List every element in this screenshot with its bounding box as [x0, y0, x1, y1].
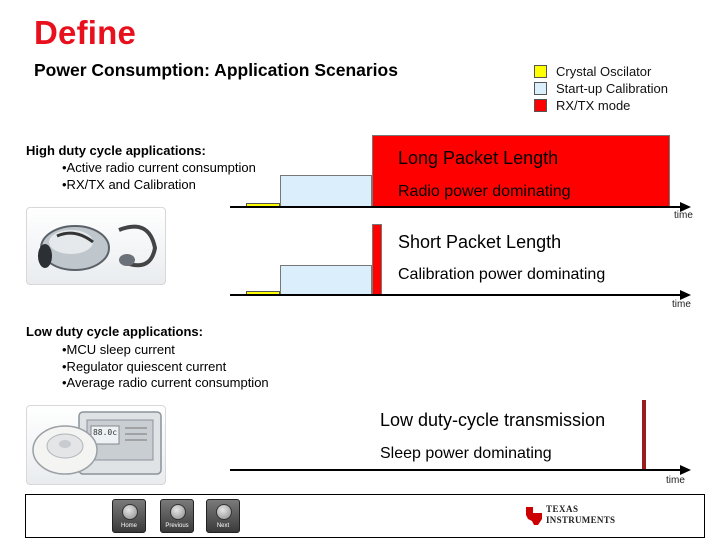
rxtx-bar-2: [372, 224, 382, 295]
next-icon: [216, 504, 232, 520]
scenario-3-subtitle: Sleep power dominating: [380, 445, 552, 462]
high-duty-bullet-2: •RX/TX and Calibration: [62, 177, 196, 192]
legend-label-startup: Start-up Calibration: [556, 81, 668, 96]
mouse-headset-image: [26, 207, 166, 285]
home-button-label: Home: [120, 523, 137, 529]
scenario-3-title: Low duty-cycle transmission: [380, 410, 606, 430]
legend-swatch-startup: [534, 82, 547, 95]
ti-logo-line1: TEXAS: [546, 504, 579, 514]
calibration-bar-2: [280, 265, 372, 295]
next-button-label: Next: [216, 523, 230, 529]
timeline-axis-3: [230, 469, 682, 471]
timeline-axis-1: [230, 206, 682, 208]
axis-arrow-2: [680, 290, 691, 300]
slide-subtitle: Power Consumption: Application Scenarios: [34, 60, 398, 80]
home-icon: [122, 504, 138, 520]
timeline-axis-2: [230, 294, 682, 296]
high-duty-heading: High duty cycle applications:: [26, 143, 206, 158]
previous-button[interactable]: Previous: [160, 499, 194, 533]
home-button[interactable]: Home: [112, 499, 146, 533]
scenario-1-title: Long Packet Length: [398, 148, 559, 168]
legend-label-crystal: Crystal Oscilator: [556, 64, 652, 79]
legend-swatch-rxtx: [534, 99, 547, 112]
low-duty-bullet-1: •MCU sleep current: [62, 342, 175, 357]
legend-swatch-crystal: [534, 65, 547, 78]
ti-logo-line2: INSTRUMENTS: [546, 515, 616, 525]
smoke-detector-thermostat-image: 88.0c: [26, 405, 166, 485]
texas-state-icon: [526, 507, 542, 525]
smoke-detector-icon: [32, 411, 162, 475]
navigation-bar: Home Previous Next TEXAS INSTRUMENTS: [25, 494, 705, 538]
scenario-1-subtitle: Radio power dominating: [398, 183, 571, 200]
axis-arrow-1: [680, 202, 691, 212]
low-duty-bullet-2: •Regulator quiescent current: [62, 359, 227, 374]
mouse-headset-icon: [38, 224, 158, 271]
axis-label-time-1: time: [674, 210, 693, 221]
axis-arrow-3: [680, 465, 691, 475]
low-duty-bullet-3: •Average radio current consumption: [62, 375, 269, 390]
next-button[interactable]: Next: [206, 499, 240, 533]
slide-title: Define: [34, 14, 137, 51]
low-duty-heading: Low duty cycle applications:: [26, 324, 203, 339]
legend-label-rxtx: RX/TX mode: [556, 98, 631, 113]
previous-icon: [170, 504, 186, 520]
scenario-2-title: Short Packet Length: [398, 232, 562, 252]
scenario-3-pulse: [642, 400, 646, 470]
axis-label-time-3: time: [666, 475, 685, 486]
axis-label-time-2: time: [672, 299, 691, 310]
legend: Crystal Oscilator Start-up Calibration R…: [534, 64, 704, 114]
scenario-2-subtitle: Calibration power dominating: [398, 266, 606, 283]
calibration-bar-1: [280, 175, 372, 207]
ti-logo: TEXAS INSTRUMENTS: [522, 503, 622, 529]
high-duty-bullet-1: •Active radio current consumption: [62, 160, 256, 175]
thermostat-display: 88.0c: [92, 428, 118, 437]
previous-button-label: Previous: [165, 523, 189, 529]
